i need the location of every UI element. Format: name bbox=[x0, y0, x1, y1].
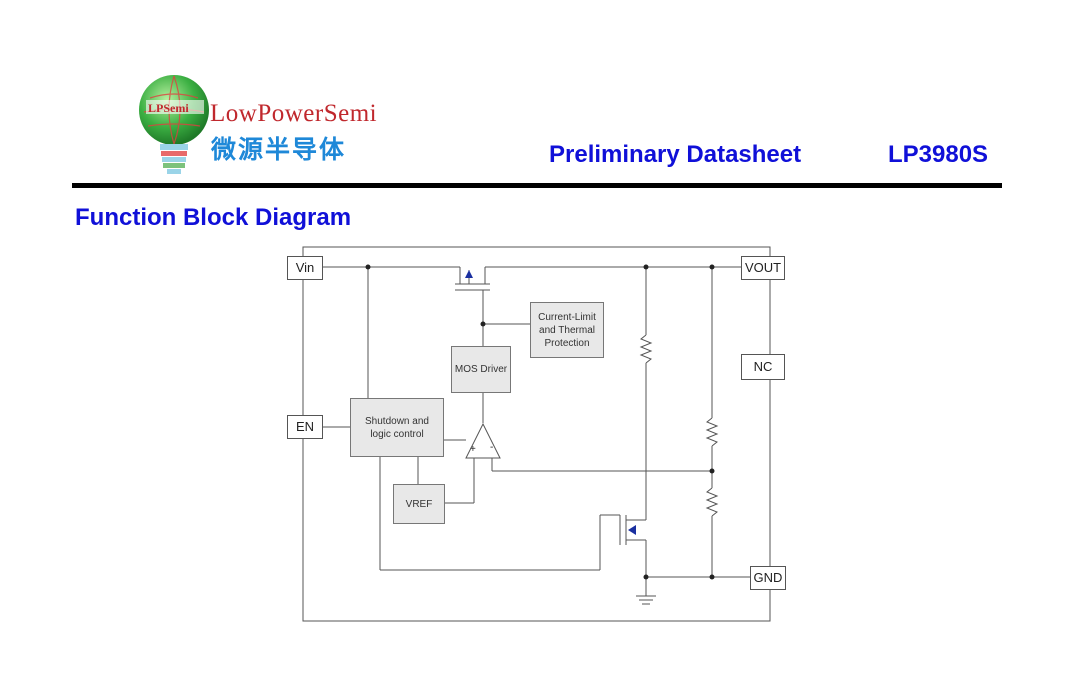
logo-badge-text: LPSemi bbox=[148, 101, 189, 115]
current-limit-block: Current-Limit and Thermal Protection bbox=[530, 302, 604, 358]
pin-vin: Vin bbox=[287, 256, 323, 280]
pin-en: EN bbox=[287, 415, 323, 439]
shutdown-label-line2: logic control bbox=[370, 428, 424, 440]
pin-nc: NC bbox=[741, 354, 785, 380]
pmos-arrow bbox=[465, 270, 473, 278]
pin-vout: VOUT bbox=[741, 256, 785, 280]
pin-gnd: GND bbox=[750, 566, 786, 590]
company-logo bbox=[136, 72, 366, 180]
header-divider bbox=[72, 183, 1002, 188]
section-title: Function Block Diagram bbox=[75, 204, 352, 231]
shutdown-logic-block: Shutdown and logic control bbox=[350, 398, 444, 457]
amp-plus-input: + bbox=[470, 444, 476, 455]
mos-driver-block: MOS Driver bbox=[451, 346, 511, 393]
current-limit-label-line1: Current-Limit bbox=[538, 311, 596, 323]
brand-name-english: LowPowerSemi bbox=[210, 100, 378, 127]
current-limit-label-line2: and Thermal bbox=[539, 324, 595, 336]
shutdown-label-line1: Shutdown and bbox=[365, 415, 429, 427]
brand-name-chinese: 微源半导体 bbox=[211, 135, 347, 164]
nmos-arrow bbox=[628, 525, 636, 535]
vref-block: VREF bbox=[393, 484, 445, 524]
amp-minus-input: - bbox=[490, 442, 494, 453]
document-type-title: Preliminary Datasheet bbox=[549, 141, 802, 168]
current-limit-label-line3: Protection bbox=[544, 337, 590, 349]
part-number: LP3980S bbox=[888, 141, 989, 168]
